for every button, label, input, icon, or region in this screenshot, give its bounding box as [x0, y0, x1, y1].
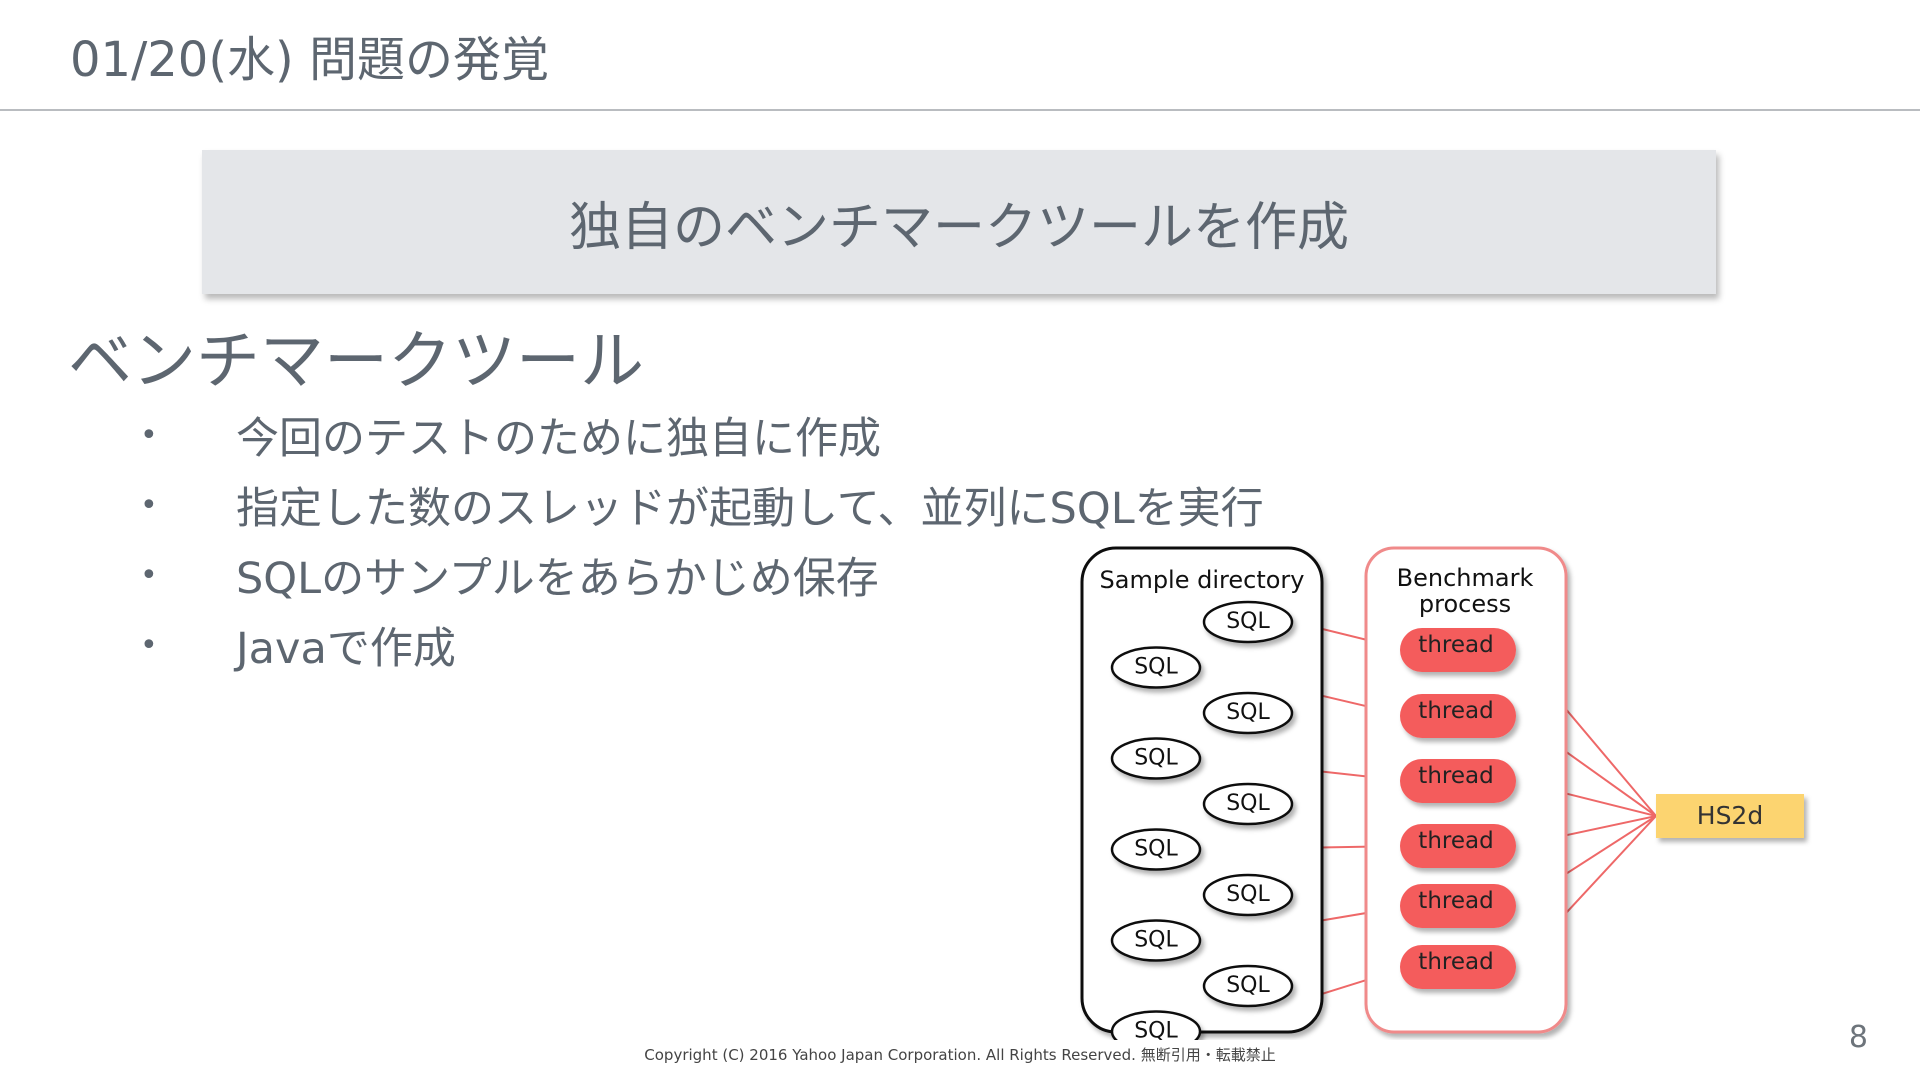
sql-node: SQL	[1202, 873, 1294, 917]
thread-nodes: thread thread thread thread thread thread	[1400, 628, 1516, 989]
thread-node: thread	[1400, 824, 1516, 868]
thread-label: thread	[1418, 632, 1493, 658]
section-heading: ベンチマークツール	[68, 325, 644, 399]
sql-node: SQL	[1110, 646, 1202, 689]
list-item: • 指定した数のスレッドが起動して、並列にSQLを実行	[140, 470, 1264, 540]
sql-ellipse	[1202, 782, 1294, 826]
list-item: • 今回のテストのために独自に作成	[140, 400, 1264, 470]
sql-label: SQL	[1134, 837, 1178, 862]
hs2d-box	[1656, 794, 1804, 838]
thread-pill	[1400, 945, 1516, 989]
bullet-marker: •	[140, 557, 158, 593]
sql-label: SQL	[1134, 1019, 1178, 1041]
sql-ellipse	[1202, 600, 1294, 644]
sql-node: SQL	[1202, 691, 1294, 735]
sql-node: SQL	[1110, 1010, 1202, 1041]
sql-ellipse	[1110, 919, 1202, 962]
title-divider	[0, 109, 1920, 111]
benchmark-label-line2: process	[1419, 590, 1511, 618]
thread-label: thread	[1418, 698, 1493, 724]
sql-label: SQL	[1226, 791, 1270, 816]
sql-ellipse	[1202, 691, 1294, 735]
sql-ellipse	[1202, 964, 1294, 1008]
thread-label: thread	[1418, 888, 1493, 914]
bullet-text: SQLのサンプルをあらかじめ保存	[236, 554, 879, 604]
sql-ellipse	[1202, 873, 1294, 917]
bullet-text: 指定した数のスレッドが起動して、並列にSQLを実行	[236, 484, 1264, 534]
thread-node: thread	[1400, 945, 1516, 989]
sql-ellipse	[1110, 1010, 1202, 1040]
thread-pill	[1400, 824, 1516, 868]
bullet-text: 今回のテストのために独自に作成	[236, 414, 881, 464]
banner-box: 独自のベンチマークツールを作成	[202, 150, 1716, 294]
sql-ellipse	[1110, 737, 1202, 780]
sql-node: SQL	[1110, 828, 1202, 871]
list-item: • SQLのサンプルをあらかじめ保存	[140, 540, 1264, 610]
benchmark-diagram: Sample directory Benchmark process SQLSQ…	[1080, 546, 1804, 1041]
hs2d-label: HS2d	[1697, 801, 1763, 830]
bullet-marker: •	[140, 627, 158, 663]
sql-label: SQL	[1134, 655, 1178, 680]
sql-node: SQL	[1110, 919, 1202, 962]
sql-node: SQL	[1110, 737, 1202, 780]
thread-pill	[1400, 628, 1516, 672]
thread-label: thread	[1418, 828, 1493, 854]
sql-label: SQL	[1134, 746, 1178, 771]
thread-pill	[1400, 694, 1516, 738]
sample-directory-label: Sample directory	[1100, 566, 1305, 594]
thread-pill	[1400, 759, 1516, 803]
sql-label: SQL	[1226, 609, 1270, 634]
thread-node: thread	[1400, 884, 1516, 928]
bullet-list: • 今回のテストのために独自に作成 • 指定した数のスレッドが起動して、並列にS…	[140, 400, 1264, 680]
sql-label: SQL	[1134, 928, 1178, 953]
copyright: Copyright (C) 2016 Yahoo Japan Corporati…	[644, 1046, 1276, 1064]
page-number: 8	[1848, 1020, 1868, 1055]
thread-pill	[1400, 884, 1516, 928]
bullet-text: Javaで作成	[236, 624, 456, 674]
sql-node: SQL	[1202, 964, 1294, 1008]
thread-label: thread	[1418, 763, 1493, 789]
thread-node: thread	[1400, 628, 1516, 672]
list-item: • Javaで作成	[140, 610, 1264, 680]
bullet-marker: •	[140, 417, 158, 453]
thread-node: thread	[1400, 759, 1516, 803]
sql-label: SQL	[1226, 882, 1270, 907]
benchmark-label-line1: Benchmark	[1397, 564, 1534, 592]
banner-text: 独自のベンチマークツールを作成	[568, 197, 1349, 258]
sql-ellipse	[1110, 646, 1202, 689]
sql-node: SQL	[1202, 600, 1294, 644]
sql-nodes: SQL SQL SQL SQL SQL SQL SQL SQL SQL SQL	[1110, 600, 1294, 1041]
thread-label: thread	[1418, 949, 1493, 975]
bullet-marker: •	[140, 487, 158, 523]
sql-label: SQL	[1226, 973, 1270, 998]
sql-node: SQL	[1202, 782, 1294, 826]
sql-ellipse	[1110, 828, 1202, 871]
slide-title: 01/20(水) 問題の発覚	[70, 32, 550, 88]
sql-label: SQL	[1226, 700, 1270, 725]
thread-node: thread	[1400, 694, 1516, 738]
